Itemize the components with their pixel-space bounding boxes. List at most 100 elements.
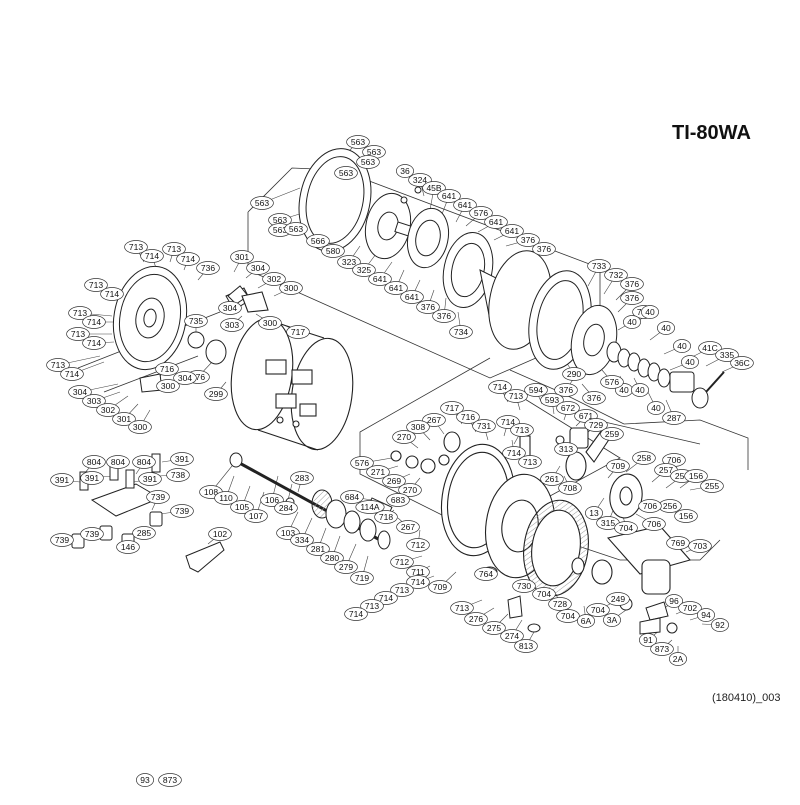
callout-bubble: [258, 316, 282, 330]
part-callout: 301: [112, 412, 136, 426]
part-number: 714: [87, 317, 101, 327]
part-number: 40: [651, 403, 661, 413]
part-callout: 709: [606, 459, 630, 473]
callout-bubble: [162, 242, 186, 256]
part-callout: 45B: [422, 181, 446, 195]
part-number: 684: [345, 492, 359, 502]
callout-bubble: [68, 385, 92, 399]
callout-bubble: [514, 639, 538, 653]
part-number: 304: [73, 387, 87, 397]
model-title: TI-80WA: [672, 122, 751, 144]
callout-bubble: [422, 181, 446, 195]
part-callout: 706: [638, 499, 662, 513]
callout-bubble: [604, 268, 628, 282]
part-callout: 40: [657, 321, 675, 335]
callout-bubble: [106, 455, 130, 469]
part-number: 91: [643, 635, 653, 645]
callout-bubble: [730, 356, 754, 370]
part-callout: 267: [396, 520, 420, 534]
part-number: 105: [235, 502, 249, 512]
part-number: 376: [625, 293, 639, 303]
callout-bubble: [350, 456, 374, 470]
part-callout: 704: [556, 609, 580, 623]
callout-bubble: [80, 527, 104, 541]
part-callout: 728: [548, 597, 572, 611]
part-number: 304: [223, 303, 237, 313]
callout-bubble: [406, 575, 430, 589]
callout-bubble: [715, 348, 739, 362]
part-number: 114A: [360, 502, 380, 512]
part-number: 41C: [702, 343, 718, 353]
part-number: 728: [553, 599, 567, 609]
callout-bubble: [250, 196, 274, 210]
part-callout: 641: [453, 198, 477, 212]
part-callout: 769: [666, 536, 690, 550]
callout-bubble: [392, 430, 416, 444]
callout-bubble: [124, 240, 148, 254]
part-number: 13: [589, 508, 599, 518]
right-side-plate: [390, 427, 691, 597]
callout-bubble: [384, 281, 408, 295]
part-callout: 284: [274, 501, 298, 515]
part-callout: 258: [632, 451, 656, 465]
part-callout: 94: [697, 608, 715, 622]
callout-bubble: [688, 539, 712, 553]
part-callout: 641: [400, 290, 424, 304]
part-callout: 313: [554, 442, 578, 456]
part-number: 576: [191, 372, 205, 382]
part-callout: 391: [138, 472, 162, 486]
part-number: 683: [391, 495, 405, 505]
part-number: 714: [65, 369, 79, 379]
part-number: 708: [563, 483, 577, 493]
part-number: 672: [561, 403, 575, 413]
part-number: 714: [501, 417, 515, 427]
part-callout: 576: [350, 456, 374, 470]
part-callout: 729: [584, 418, 608, 432]
part-number: 255: [705, 481, 719, 491]
callout-bubble: [136, 773, 154, 787]
part-number: 270: [403, 485, 417, 495]
part-number: 713: [455, 603, 469, 613]
callout-bubble: [290, 533, 314, 547]
part-callout: 290: [562, 367, 586, 381]
callout-bubble: [158, 773, 182, 787]
callout-bubble: [176, 252, 200, 266]
part-number: 718: [379, 512, 393, 522]
part-number: 146: [121, 542, 135, 552]
callout-bubble: [500, 224, 524, 238]
part-number: 769: [671, 538, 685, 548]
part-callout: 713: [510, 423, 534, 437]
part-number: 108: [204, 487, 218, 497]
callout-bubble: [214, 491, 238, 505]
part-number: 36: [400, 166, 410, 176]
callout-bubble: [456, 410, 480, 424]
part-number: 257: [659, 465, 673, 475]
part-callout: 713: [46, 358, 70, 372]
part-callout: 739: [80, 527, 104, 541]
part-callout: 563: [334, 166, 358, 180]
part-number: 736: [201, 263, 215, 273]
part-callout: 730: [512, 579, 536, 593]
callout-bubble: [512, 579, 536, 593]
part-callout: 563: [250, 196, 274, 210]
part-callout: 706: [642, 517, 666, 531]
part-callout: 717: [440, 401, 464, 415]
callout-bubble: [484, 215, 508, 229]
part-number: 739: [175, 506, 189, 516]
callout-bubble: [464, 612, 488, 626]
part-number: 300: [133, 422, 147, 432]
callout-bubble: [582, 391, 606, 405]
part-number: 593: [545, 395, 559, 405]
callout-bubble: [532, 242, 556, 256]
part-number: 730: [517, 581, 531, 591]
part-callout: 36: [396, 164, 414, 178]
callout-bubble: [540, 472, 564, 486]
part-callout: 736: [196, 261, 220, 275]
part-callout: 563: [346, 135, 370, 149]
part-callout: 308: [406, 420, 430, 434]
part-number: 92: [715, 620, 725, 630]
callout-bubble: [554, 383, 578, 397]
callout-bubble: [600, 427, 624, 441]
callout-bubble: [600, 375, 624, 389]
callout-bubble: [360, 599, 384, 613]
